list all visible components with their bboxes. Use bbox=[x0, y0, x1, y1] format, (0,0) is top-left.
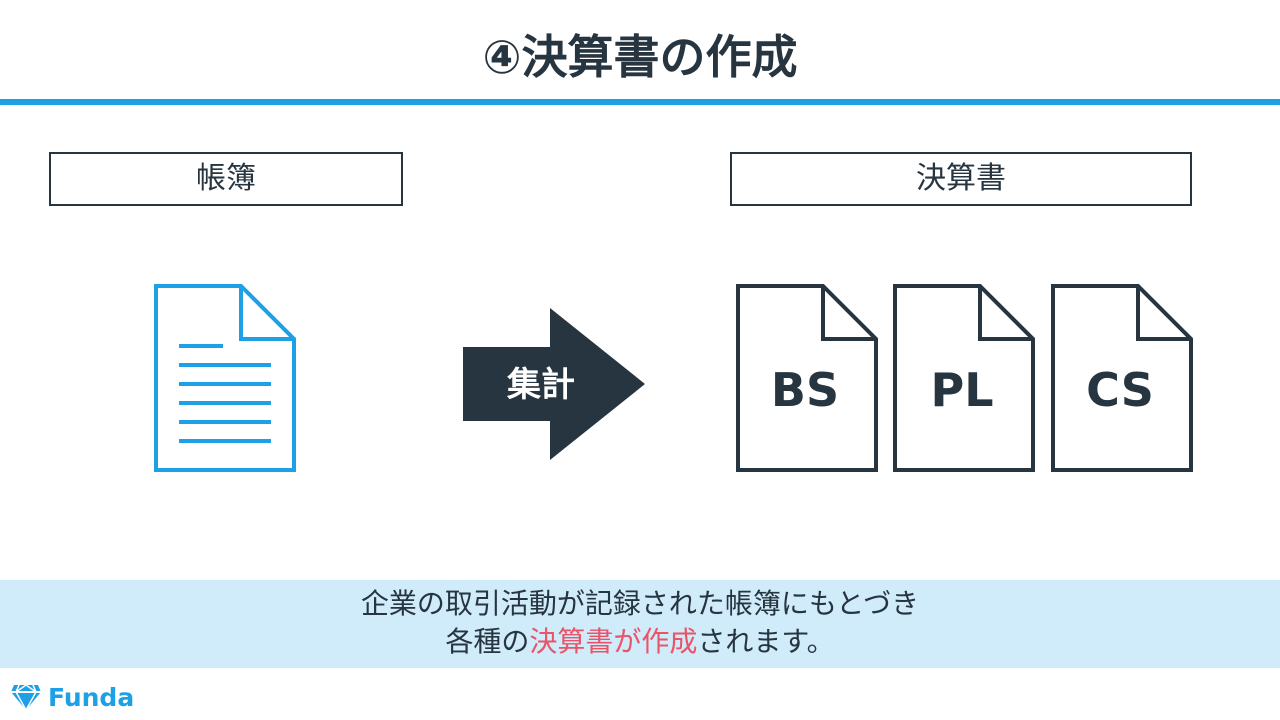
ledger-document-icon bbox=[153, 283, 297, 473]
funda-logo: Funda bbox=[10, 680, 134, 714]
pl-document-icon: PL bbox=[892, 283, 1036, 473]
bs-label: BS bbox=[771, 363, 839, 417]
caption-line-2: 各種の決算書が作成されます。 bbox=[0, 622, 1280, 662]
caption-highlight: 決算書が作成 bbox=[529, 625, 698, 658]
arrow-label: 集計 bbox=[506, 365, 575, 405]
caption-suffix: されます。 bbox=[697, 625, 835, 658]
page-title: ④決算書の作成 bbox=[482, 30, 798, 84]
statements-label: 決算書 bbox=[916, 161, 1006, 196]
aggregate-arrow: 集計 bbox=[463, 308, 645, 460]
caption-line-1: 企業の取引活動が記録された帳簿にもとづき bbox=[360, 587, 920, 620]
ledger-label: 帳簿 bbox=[196, 161, 256, 196]
title-underline bbox=[0, 99, 1280, 105]
bs-document-icon: BS bbox=[735, 283, 879, 473]
pl-label: PL bbox=[930, 363, 993, 417]
statements-label-box: 決算書 bbox=[730, 152, 1192, 206]
caption-prefix: 各種の bbox=[445, 625, 530, 658]
caption-band bbox=[0, 580, 1280, 668]
cs-label: CS bbox=[1086, 363, 1154, 417]
cs-document-icon: CS bbox=[1050, 283, 1194, 473]
ledger-label-box: 帳簿 bbox=[49, 152, 403, 206]
diamond-logo-icon bbox=[10, 683, 42, 711]
logo-text: Funda bbox=[48, 682, 135, 712]
